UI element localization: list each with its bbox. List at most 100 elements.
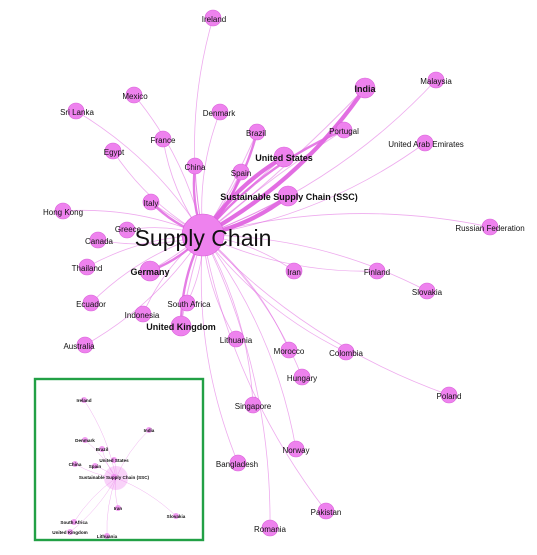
inset-node-united-kingdom — [67, 529, 73, 535]
node-label-uae: United Arab Emirates — [388, 140, 464, 149]
inset-label-india: India — [144, 428, 155, 433]
node-label-brazil: Brazil — [246, 129, 266, 138]
node-united-states[interactable] — [273, 146, 295, 168]
inset-edge-united-kingdom — [69, 477, 117, 533]
node-label-supply-chain: Supply Chain — [135, 225, 272, 251]
node-denmark[interactable] — [211, 103, 229, 121]
inset-nodes — [67, 397, 179, 539]
node-label-finland: Finland — [364, 268, 390, 277]
node-india[interactable] — [354, 77, 376, 99]
node-united-kingdom[interactable] — [170, 315, 192, 337]
node-romania[interactable] — [261, 519, 279, 537]
inset-label-united-states: United States — [99, 458, 129, 463]
node-label-lithuania: Lithuania — [220, 336, 253, 345]
node-poland[interactable] — [440, 386, 458, 404]
inset-edge-south-africa — [73, 477, 117, 523]
node-label-italy: Italy — [144, 199, 159, 208]
node-russia[interactable] — [481, 218, 499, 236]
node-brazil[interactable] — [248, 123, 266, 141]
inset-label-iran: Iran — [114, 506, 123, 511]
node-france[interactable] — [154, 130, 172, 148]
node-hong-kong[interactable] — [54, 202, 72, 220]
node-supply-chain[interactable] — [181, 213, 225, 257]
node-egypt[interactable] — [104, 142, 122, 160]
node-label-ssc: Sustainable Supply Chain (SSC) — [220, 192, 358, 202]
edge-strand-portugal — [202, 129, 345, 236]
node-label-romania: Romania — [254, 525, 287, 534]
node-spain[interactable] — [232, 163, 250, 181]
node-label-spain: Spain — [231, 169, 251, 178]
node-label-mexico: Mexico — [122, 92, 148, 101]
inset-node-south-africa — [71, 519, 77, 525]
node-label-denmark: Denmark — [203, 109, 236, 118]
node-china[interactable] — [186, 157, 204, 175]
node-malaysia[interactable] — [427, 71, 445, 89]
node-italy[interactable] — [142, 193, 160, 211]
node-label-slovakia: Slovakia — [412, 288, 443, 297]
node-sri-lanka[interactable] — [67, 102, 85, 120]
node-germany[interactable] — [139, 260, 161, 282]
node-label-malaysia: Malaysia — [420, 77, 452, 86]
edge-romania — [202, 234, 271, 529]
node-label-russia: Russian Federation — [455, 224, 524, 233]
inset-label-brazil: Brazil — [96, 447, 109, 452]
node-label-ecuador: Ecuador — [76, 300, 106, 309]
node-indonesia[interactable] — [134, 305, 152, 323]
node-mexico[interactable] — [125, 86, 143, 104]
node-label-portugal: Portugal — [329, 127, 359, 136]
inset-node-china — [72, 461, 78, 467]
node-morocco[interactable] — [280, 341, 298, 359]
inset-node-brazil — [99, 446, 105, 452]
node-label-united-kingdom: United Kingdom — [146, 322, 216, 332]
node-greece[interactable] — [118, 221, 136, 239]
edge-sri-lanka — [75, 110, 204, 236]
node-label-poland: Poland — [437, 392, 462, 401]
inset-label-ireland: Ireland — [76, 398, 91, 403]
node-australia[interactable] — [76, 336, 94, 354]
node-ireland[interactable] — [204, 9, 222, 27]
node-uae[interactable] — [416, 134, 434, 152]
node-canada[interactable] — [89, 231, 107, 249]
labels-layer: Supply ChainIrelandMalaysiaIndiaMexicoDe… — [43, 15, 525, 534]
inset-label-denmark: Denmark — [75, 438, 95, 443]
node-slovakia[interactable] — [418, 282, 436, 300]
edge-uae — [202, 142, 426, 236]
inset-label-lithuania: Lithuania — [97, 534, 118, 539]
node-label-united-states: United States — [255, 153, 313, 163]
edge-india — [201, 86, 367, 237]
node-label-ireland: Ireland — [202, 15, 226, 24]
node-finland[interactable] — [368, 262, 386, 280]
node-iran[interactable] — [285, 262, 303, 280]
node-south-africa[interactable] — [178, 294, 196, 312]
inset-edge-ireland — [83, 399, 117, 479]
node-label-pakistan: Pakistan — [311, 508, 342, 517]
edge-pakistan — [202, 234, 327, 512]
node-hungary[interactable] — [293, 368, 311, 386]
node-pakistan[interactable] — [317, 502, 335, 520]
node-label-egypt: Egypt — [104, 148, 125, 157]
edge-ireland — [194, 17, 214, 236]
node-singapore[interactable] — [244, 396, 262, 414]
nodes-layer — [54, 9, 499, 537]
inset-node-lithuania — [104, 533, 110, 539]
node-ssc[interactable] — [277, 185, 299, 207]
node-norway[interactable] — [287, 440, 305, 458]
inset-label-spain: Spain — [89, 464, 102, 469]
node-ecuador[interactable] — [82, 294, 100, 312]
node-bangladesh[interactable] — [229, 454, 247, 472]
node-colombia[interactable] — [337, 343, 355, 361]
node-label-hong-kong: Hong Kong — [43, 208, 83, 217]
node-label-india: India — [354, 84, 376, 94]
node-lithuania[interactable] — [227, 330, 245, 348]
node-label-china: China — [185, 163, 206, 172]
node-thailand[interactable] — [78, 258, 96, 276]
inset-label-china: China — [69, 462, 82, 467]
node-portugal[interactable] — [335, 121, 353, 139]
edge-russia — [202, 213, 491, 236]
edge-colombia — [202, 234, 347, 353]
inset-edge-india — [115, 429, 150, 479]
inset-node-india — [146, 427, 152, 433]
